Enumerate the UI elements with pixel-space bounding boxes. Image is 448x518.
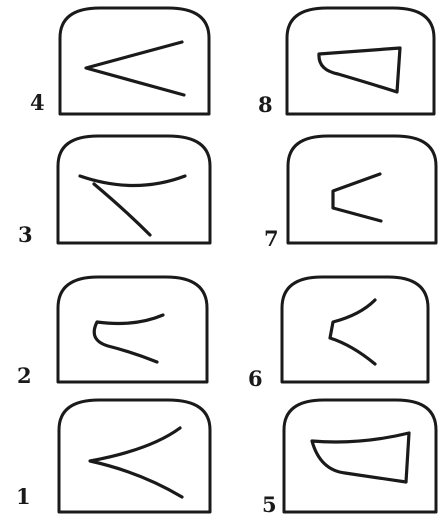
arch-frame <box>58 136 210 243</box>
arch-frame <box>60 8 209 114</box>
glyph-mark <box>94 315 163 362</box>
arch-frame <box>288 136 436 243</box>
arch-frame <box>282 277 428 382</box>
arch-frame <box>58 277 207 382</box>
glyph-mark <box>319 48 400 92</box>
panel-label: 6 <box>248 366 263 391</box>
glyph-mark <box>312 433 409 482</box>
arch-frame <box>59 400 210 512</box>
glyph-mark <box>80 176 185 235</box>
panel-2: 2 <box>17 277 207 388</box>
panel-label: 8 <box>258 92 273 117</box>
arch-frame <box>284 400 436 512</box>
panel-7: 7 <box>264 136 436 251</box>
glyph-mark <box>330 300 375 364</box>
panel-6: 6 <box>248 277 428 391</box>
glyph-mark <box>86 42 184 95</box>
panel-3: 3 <box>18 136 210 247</box>
panel-label: 5 <box>262 492 277 517</box>
arch-frame <box>287 8 434 114</box>
panel-label: 7 <box>264 226 279 251</box>
panel-8: 8 <box>258 8 434 117</box>
panel-label: 3 <box>18 222 33 247</box>
panel-label: 4 <box>30 90 45 115</box>
panel-label: 1 <box>16 484 31 509</box>
glyph-mark <box>90 428 182 497</box>
glyph-mark <box>333 174 381 221</box>
panel-1: 1 <box>16 400 210 512</box>
panel-5: 5 <box>262 400 436 517</box>
panel-4: 4 <box>30 8 209 115</box>
panel-label: 2 <box>17 363 32 388</box>
